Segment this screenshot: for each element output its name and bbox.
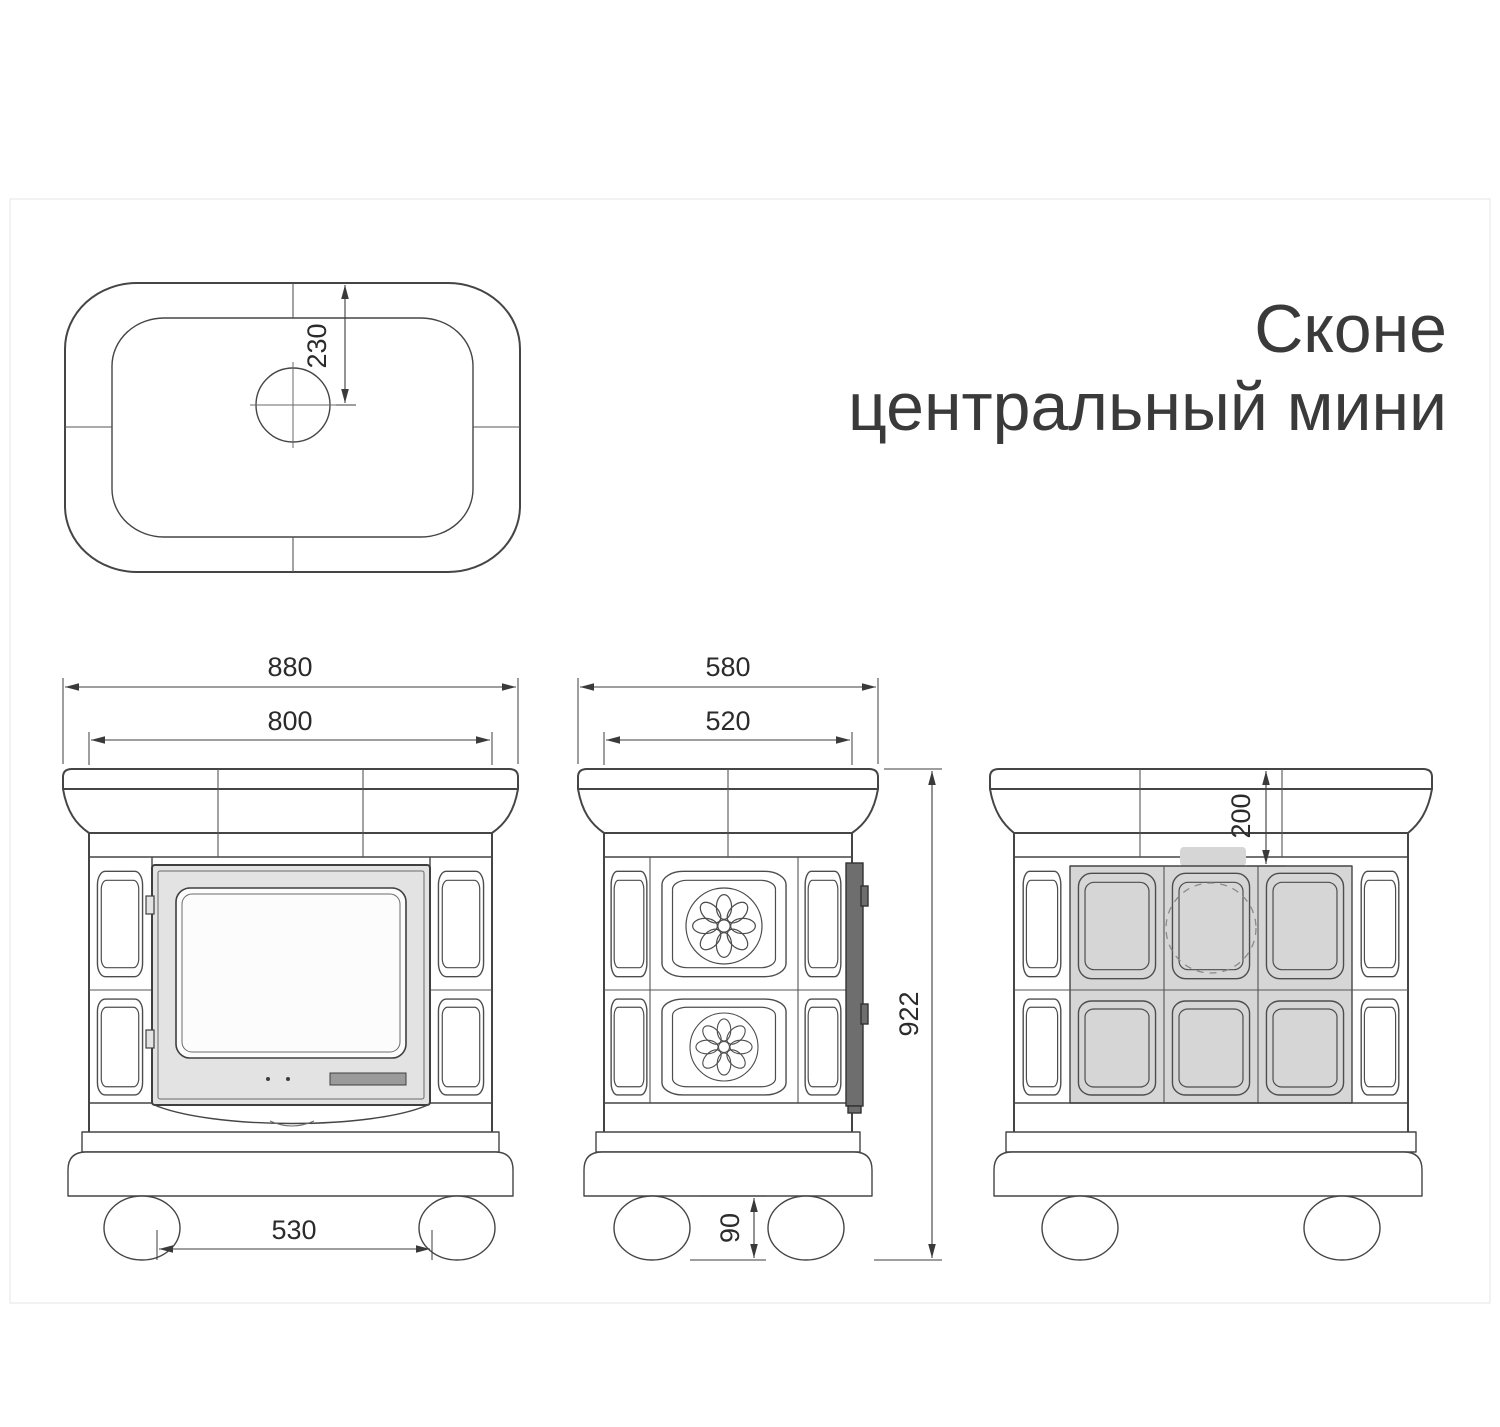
dim-front-overall-width: 880 [62,652,519,764]
front-apron-curve [151,1103,431,1125]
dim-front-body-width: 800 [88,706,493,765]
dim-front-feet-span: 530 [156,1215,433,1260]
door-screw [266,1077,270,1081]
front-view: 880 800 530 [62,652,519,1261]
title-line-1: Сконе [1254,291,1447,367]
door-hinge-profile-top [860,885,869,907]
dim-back-flue-offset-label: 200 [1226,793,1256,838]
canvas-border [9,198,1491,1304]
door-side-profile [845,862,869,1114]
dim-side-foot-height-label: 90 [715,1213,745,1243]
dim-back-flue-offset: 200 [1226,771,1286,867]
door-hinge-bottom [145,1029,155,1049]
plan-view: 230 [64,282,521,573]
door-screw [286,1077,290,1081]
flue-outlet-dashed-circle [1165,882,1257,974]
back-left-foot [1041,1195,1119,1261]
flue-connection-tab [1180,847,1246,866]
fire-door [145,864,431,1106]
dim-side-height-label: 922 [894,991,924,1036]
dim-front-body-width-label: 800 [267,706,312,736]
dim-side-body-depth: 520 [603,706,853,765]
front-left-foot [103,1195,181,1261]
side-view: 580 520 922 90 [577,652,942,1261]
side-left-foot [613,1195,691,1261]
dim-front-overall-width-label: 880 [267,652,312,682]
back-right-foot [1303,1195,1381,1261]
door-air-vent [329,1072,407,1086]
dim-side-overall-depth: 580 [577,652,879,764]
dim-side-foot-height: 90 [690,1195,766,1261]
dim-side-overall-depth-label: 580 [705,652,750,682]
side-right-foot [767,1195,845,1261]
dim-plan-chimney-offset: 230 [302,285,356,406]
shaded-tile-field [1070,866,1352,1103]
door-hinge-profile-bottom [860,1003,869,1025]
dim-plan-chimney-offset-label: 230 [302,323,332,368]
door-hinge-top [145,895,155,915]
door-glass [175,887,407,1059]
title-line-2: центральный мини [848,369,1447,445]
title-block: Сконе центральный мини [848,291,1447,445]
front-right-foot [418,1195,496,1261]
dim-side-height: 922 [874,768,942,1261]
back-view: 200 [989,768,1433,1261]
dim-side-body-depth-label: 520 [705,706,750,736]
dim-front-feet-span-label: 530 [271,1215,316,1245]
